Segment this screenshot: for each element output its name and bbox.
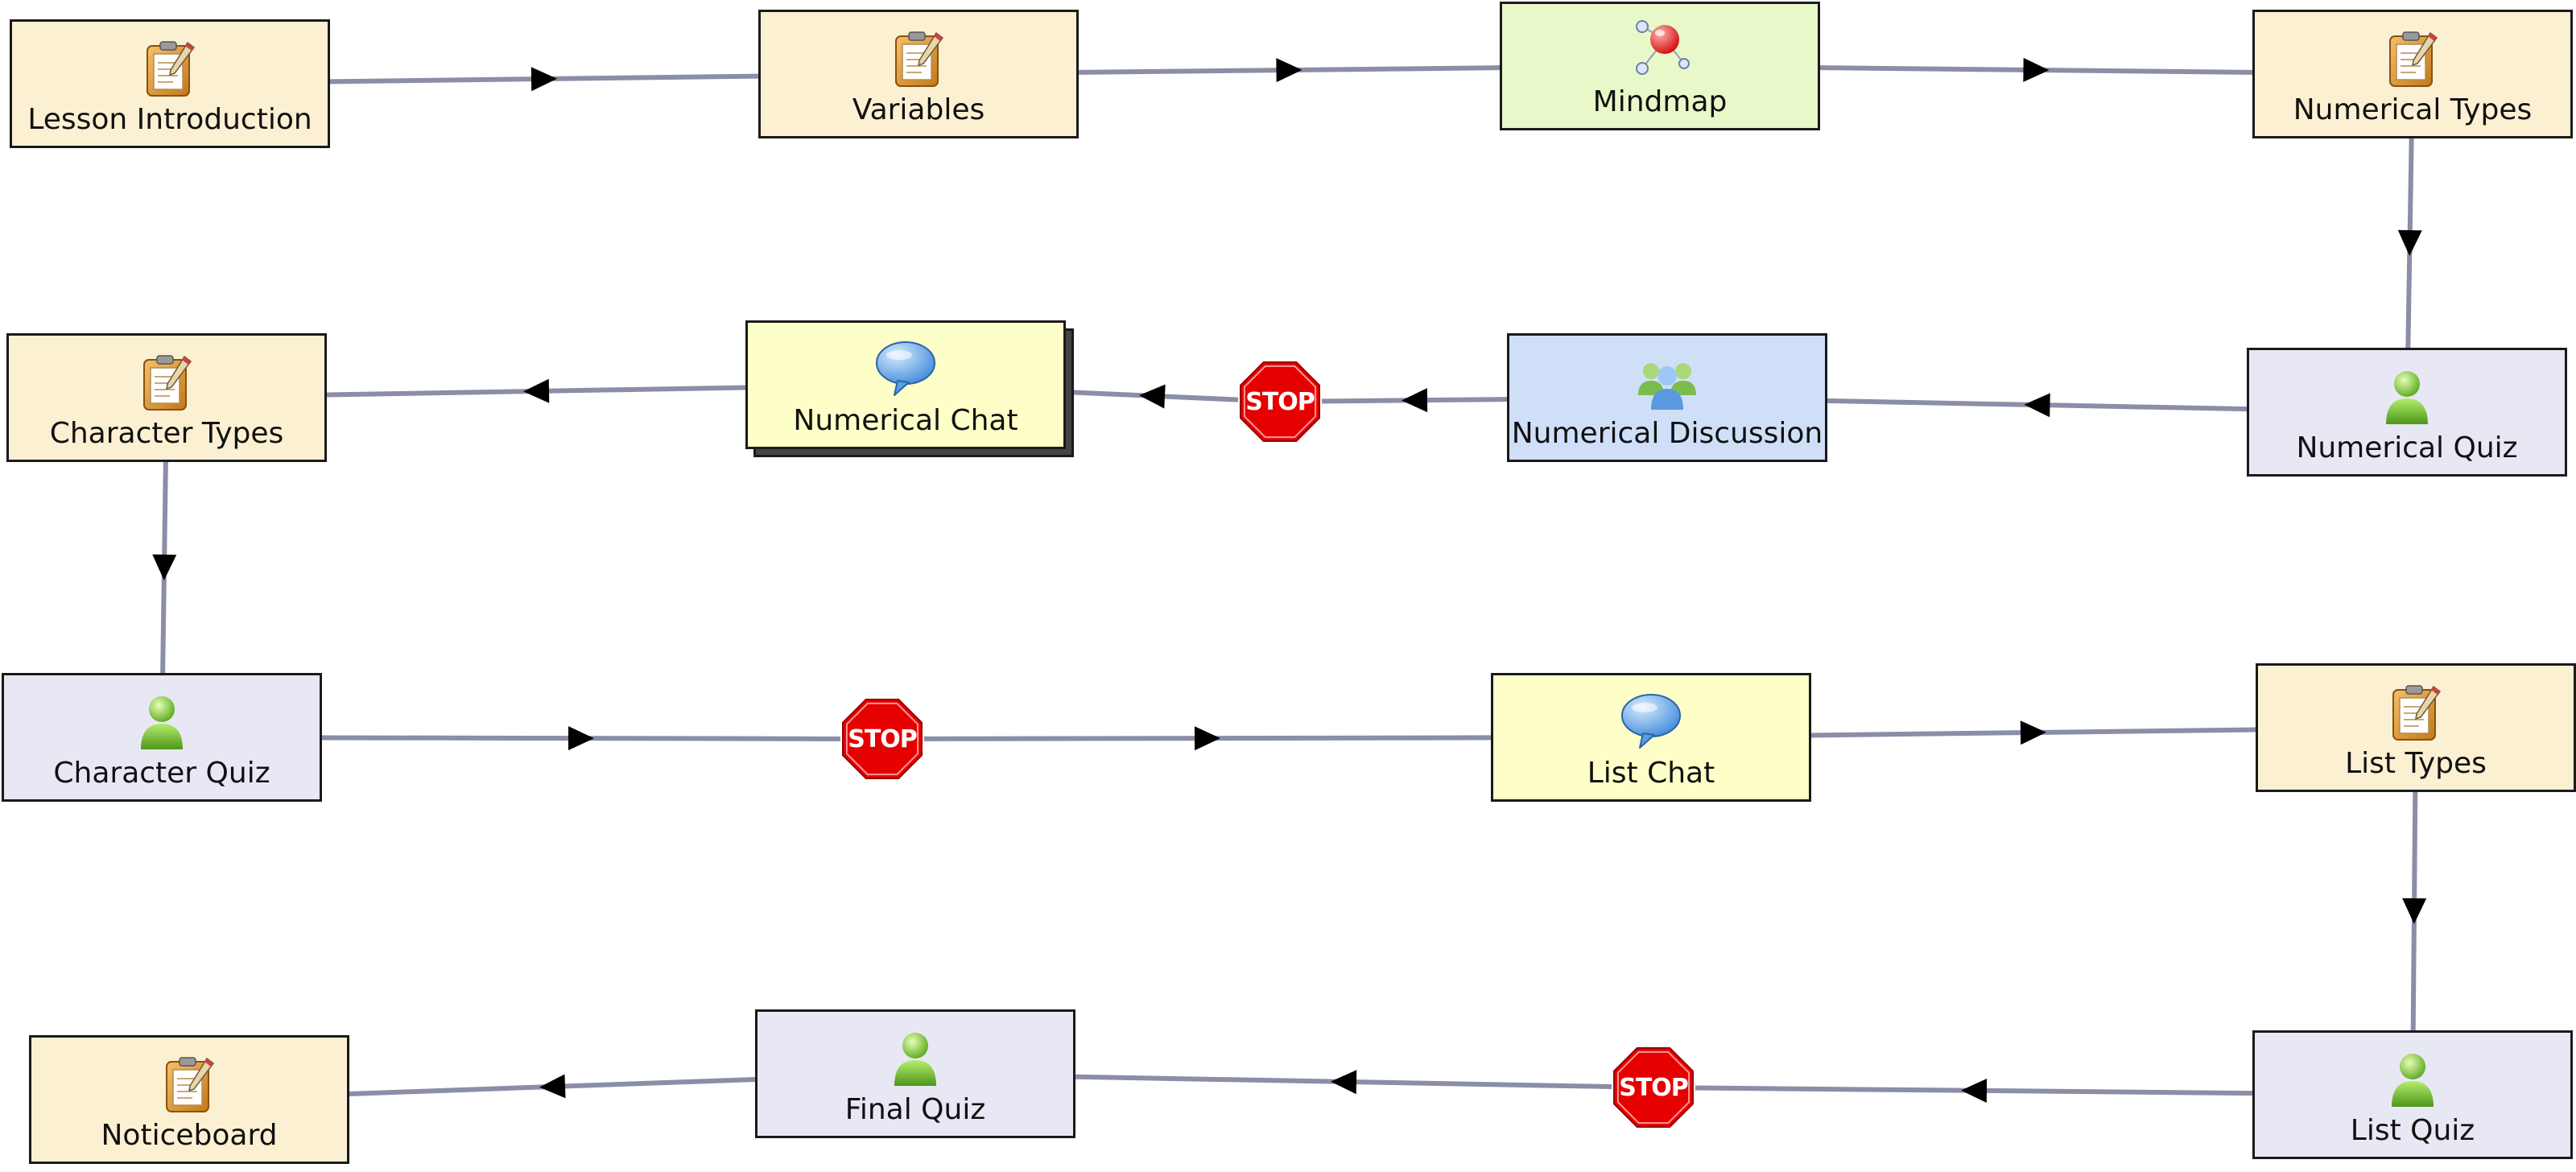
activity-label: Variables: [852, 93, 985, 126]
activity-numerical-types[interactable]: Numerical Types: [2252, 10, 2573, 138]
arrowhead-icon: [2020, 720, 2046, 745]
arrowhead-icon: [2023, 57, 2050, 82]
mindmap-icon: [1628, 19, 1692, 83]
activity-character-types[interactable]: Character Types: [6, 333, 327, 462]
activity-list-types[interactable]: List Types: [2256, 663, 2576, 792]
activity-list-quiz[interactable]: List Quiz: [2252, 1030, 2573, 1159]
activity-label: List Types: [2345, 747, 2487, 780]
activity-label: Lesson Introduction: [27, 103, 312, 136]
activity-label: Mindmap: [1592, 85, 1728, 118]
people-group-icon: [1635, 350, 1699, 415]
stop-sign-icon: [842, 699, 923, 779]
activity-list-chat[interactable]: List Chat: [1491, 673, 1811, 802]
activity-lesson-intro[interactable]: Lesson Introduction: [10, 19, 330, 148]
clipboard-icon: [138, 36, 202, 101]
arrowhead-icon: [1402, 388, 1428, 413]
arrowhead-icon: [1194, 726, 1220, 751]
arrowhead-icon: [530, 67, 557, 92]
person-icon: [2380, 1047, 2445, 1112]
speech-bubble-icon: [1619, 690, 1683, 754]
activity-label: List Chat: [1587, 757, 1715, 790]
activity-final-quiz[interactable]: Final Quiz: [755, 1009, 1075, 1138]
arrowhead-icon: [1961, 1078, 1988, 1103]
clipboard-icon: [2380, 27, 2445, 91]
activity-label: Numerical Discussion: [1511, 417, 1823, 450]
stop-gate-1[interactable]: STOP: [1236, 357, 1324, 446]
activity-label: Numerical Chat: [793, 404, 1018, 437]
person-icon: [883, 1026, 947, 1091]
arrowhead-icon: [539, 1074, 566, 1099]
arrowhead-icon: [1331, 1070, 1357, 1095]
activity-numerical-quiz[interactable]: Numerical Quiz: [2247, 348, 2567, 477]
arrowhead-icon: [2024, 393, 2050, 418]
stop-sign-icon: [1240, 361, 1320, 442]
activity-character-quiz[interactable]: Character Quiz: [2, 673, 322, 802]
activity-label: Character Quiz: [53, 757, 270, 790]
activity-numerical-chat[interactable]: Numerical Chat: [745, 320, 1066, 449]
activity-label: Numerical Types: [2293, 93, 2533, 126]
stop-gate-2[interactable]: STOP: [838, 695, 927, 783]
activity-label: List Quiz: [2350, 1114, 2475, 1147]
activity-variables[interactable]: Variables: [758, 10, 1079, 138]
arrowhead-icon: [2397, 229, 2422, 256]
stop-sign-icon: [1613, 1047, 1694, 1128]
clipboard-icon: [157, 1052, 221, 1116]
person-icon: [2375, 365, 2439, 429]
arrowhead-icon: [2402, 898, 2427, 924]
arrowhead-icon: [1139, 384, 1166, 409]
arrowhead-icon: [568, 726, 594, 751]
clipboard-icon: [886, 27, 951, 91]
stop-gate-3[interactable]: STOP: [1609, 1043, 1698, 1132]
activity-numerical-discussion[interactable]: Numerical Discussion: [1507, 333, 1827, 462]
activity-label: Numerical Quiz: [2296, 431, 2518, 464]
activity-mindmap[interactable]: Mindmap: [1500, 2, 1820, 130]
activity-label: Final Quiz: [844, 1093, 986, 1126]
clipboard-icon: [2384, 680, 2448, 745]
arrowhead-icon: [152, 554, 177, 580]
arrowhead-icon: [1276, 58, 1302, 83]
activity-noticeboard[interactable]: Noticeboard: [29, 1035, 349, 1164]
activity-label: Character Types: [49, 417, 284, 450]
person-icon: [130, 690, 194, 754]
arrowhead-icon: [523, 378, 550, 403]
speech-bubble-icon: [873, 337, 938, 402]
activity-label: Noticeboard: [101, 1119, 278, 1152]
clipboard-icon: [134, 350, 199, 415]
